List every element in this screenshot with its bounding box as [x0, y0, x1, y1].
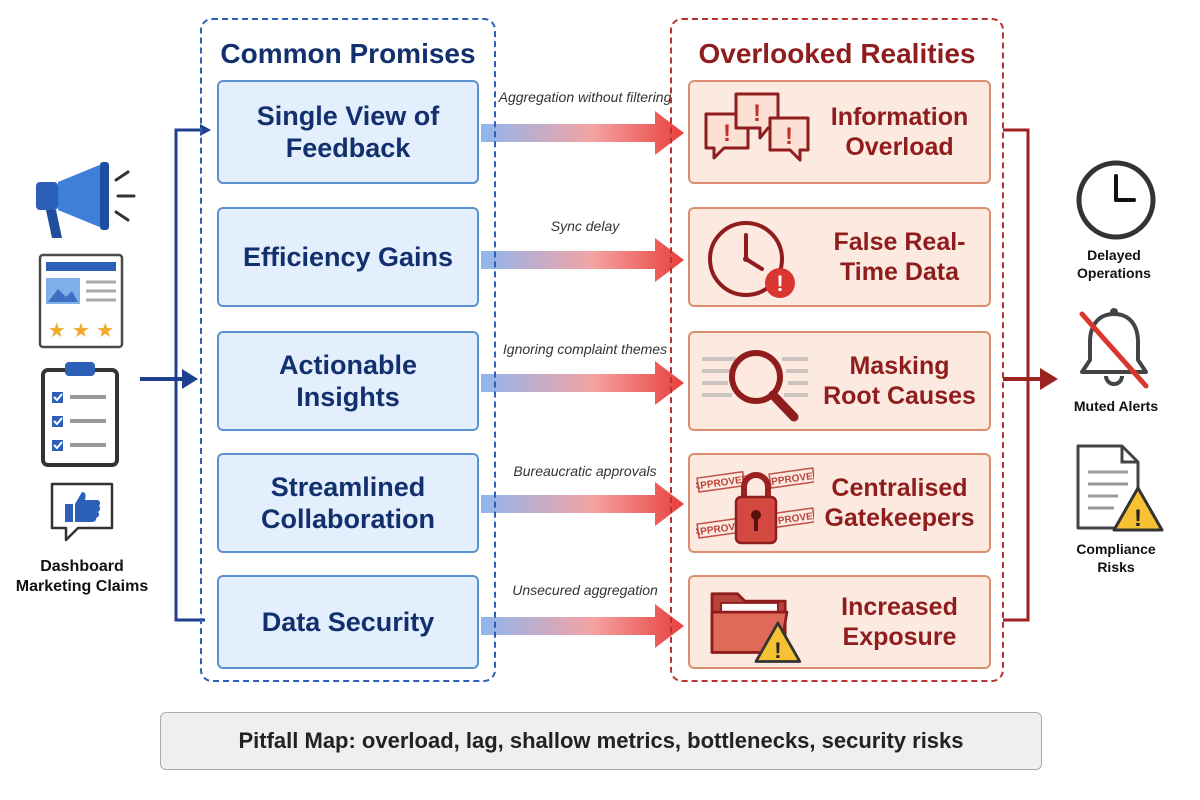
- svg-text:!: !: [785, 123, 793, 150]
- document-warning-icon: !: [1076, 444, 1164, 532]
- svg-text:★ ★ ★: ★ ★ ★: [48, 318, 115, 342]
- reality-label: Increased Exposure: [841, 592, 958, 652]
- realities-title: Overlooked Realities: [698, 38, 976, 69]
- left-column-label: Dashboard Marketing Claims: [15, 558, 149, 595]
- clock-alert-icon: !: [708, 221, 795, 298]
- promise-streamlined-collaboration: Streamlined Collaboration: [217, 453, 479, 553]
- review-card-icon: ★ ★ ★: [38, 253, 124, 349]
- realities-panel: Overlooked Realities: [670, 18, 1004, 682]
- speech-bubbles-alert-icon: ! ! !: [704, 92, 810, 162]
- connector-arrows: [481, 111, 684, 648]
- connector-label: Bureaucratic approvals: [513, 463, 657, 479]
- folder-warning-icon: !: [710, 592, 802, 663]
- footer-summary: Pitfall Map: overload, lag, shallow metr…: [160, 712, 1042, 770]
- svg-text:!: !: [1134, 505, 1142, 532]
- promise-single-view: Single View of Feedback: [217, 80, 479, 184]
- checklist-icon: [41, 362, 119, 467]
- reality-centralised-gatekeepers: APPROVED APPROVED APPROVED APPROVED Cent…: [688, 453, 991, 553]
- promise-data-security: Data Security: [217, 575, 479, 669]
- reality-label: False Real-Time Data: [833, 227, 966, 287]
- reality-label: Centralised Gatekeepers: [824, 473, 975, 533]
- svg-text:!: !: [776, 271, 783, 296]
- connector-label: Unsecured aggregation: [512, 582, 658, 598]
- magnifier-icon: [702, 350, 808, 422]
- promises-panel: Common Promises: [200, 18, 496, 682]
- promise-efficiency-gains: Efficiency Gains: [217, 207, 479, 307]
- reality-increased-exposure: ! Increased Exposure: [688, 575, 991, 669]
- reality-information-overload: ! ! ! Information Overload: [688, 80, 991, 184]
- reality-label: Masking Root Causes: [823, 351, 976, 411]
- reality-label: Information Overload: [830, 102, 969, 162]
- connector-label: Ignoring complaint themes: [502, 341, 668, 357]
- reality-masking-root-causes: Masking Root Causes: [688, 331, 991, 431]
- clock-icon: [1076, 160, 1156, 240]
- connector-label: Sync delay: [550, 218, 620, 234]
- padlock-approved-icon: APPROVED APPROVED APPROVED APPROVED: [696, 467, 814, 545]
- outcome-muted-alerts: Muted Alerts: [1073, 398, 1159, 414]
- outcome-delayed-operations: Delayed Operations: [1077, 247, 1151, 281]
- reality-false-real-time-data: ! False Real-Time Data: [688, 207, 991, 307]
- svg-text:!: !: [723, 120, 731, 147]
- promise-actionable-insights: Actionable Insights: [217, 331, 479, 431]
- svg-text:!: !: [753, 100, 761, 127]
- connector-label: Aggregation without filtering: [498, 89, 672, 105]
- outcome-compliance-risks: Compliance Risks: [1076, 541, 1156, 575]
- thumbs-up-icon: [50, 482, 114, 542]
- svg-text:!: !: [774, 638, 781, 663]
- muted-bell-icon: [1079, 308, 1149, 389]
- promises-title: Common Promises: [220, 38, 476, 69]
- megaphone-icon: [36, 162, 136, 238]
